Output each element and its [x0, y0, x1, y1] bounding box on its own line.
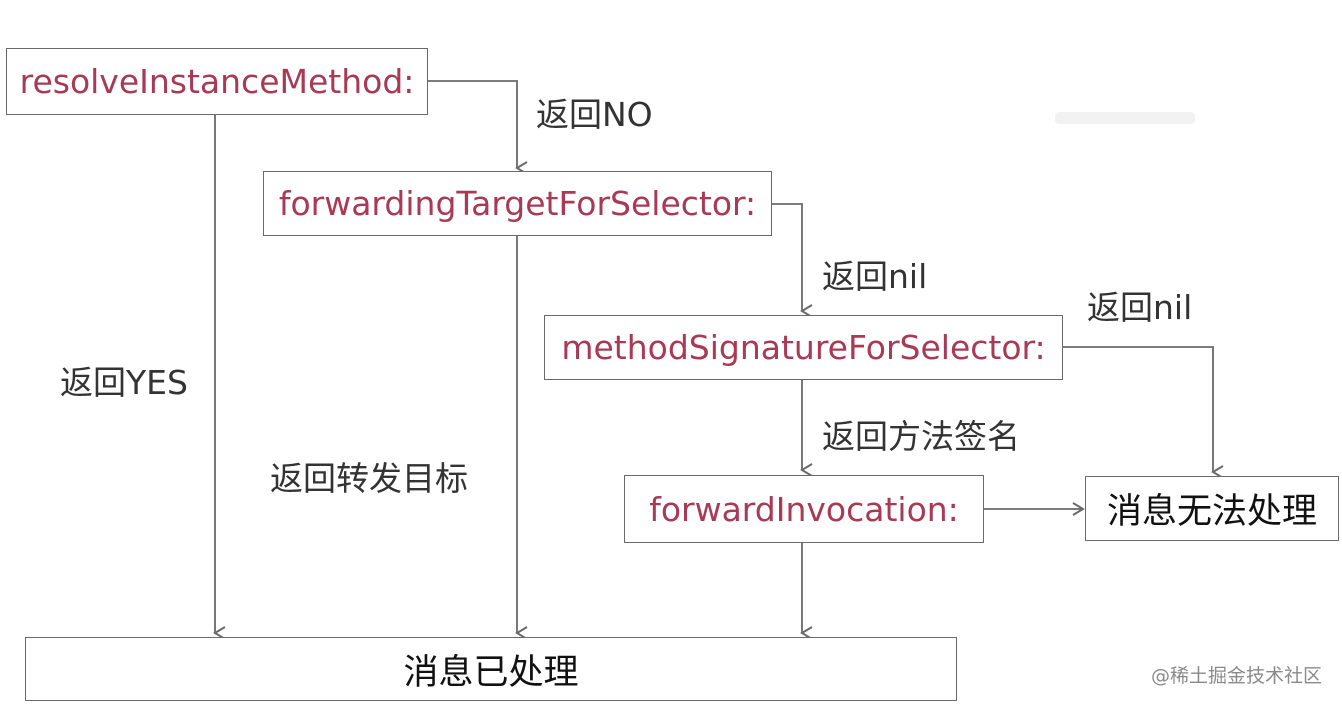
watermark: @稀土掘金技术社区 [1150, 665, 1322, 687]
edge-method-signature-to-unhandled [1063, 346, 1224, 479]
edge-label-return-nil-1: 返回nil [822, 257, 928, 296]
node-message-handled: 消息已处理 [25, 637, 957, 701]
node-forwarding-target-for-selector: forwardingTargetForSelector: [263, 171, 772, 236]
node-resolve-instance-method-label: resolveInstanceMethod: [19, 62, 415, 101]
node-forwarding-target-label: forwardingTargetForSelector: [278, 184, 757, 223]
node-method-signature-for-selector: methodSignatureForSelector: [544, 315, 1063, 380]
edge-forwarding-target-to-method-signature [772, 203, 813, 318]
edge-label-return-target: 返回转发目标 [270, 459, 468, 498]
node-method-signature-label: methodSignatureForSelector: [561, 328, 1046, 367]
node-resolve-instance-method: resolveInstanceMethod: [6, 48, 428, 115]
edge-label-return-signature: 返回方法签名 [822, 417, 1020, 456]
faint-artifact [1055, 112, 1195, 124]
edge-label-return-yes: 返回YES [60, 363, 188, 402]
node-forward-invocation: forwardInvocation: [624, 475, 984, 543]
node-message-unhandled-label: 消息无法处理 [1106, 492, 1317, 532]
edge-resolve-to-forwarding-target [428, 80, 528, 175]
edge-label-return-no: 返回NO [536, 95, 653, 134]
node-forward-invocation-label: forwardInvocation: [649, 489, 959, 529]
node-message-unhandled: 消息无法处理 [1085, 476, 1339, 541]
node-message-handled-label: 消息已处理 [403, 652, 579, 693]
edge-label-return-nil-2: 返回nil [1087, 288, 1193, 327]
